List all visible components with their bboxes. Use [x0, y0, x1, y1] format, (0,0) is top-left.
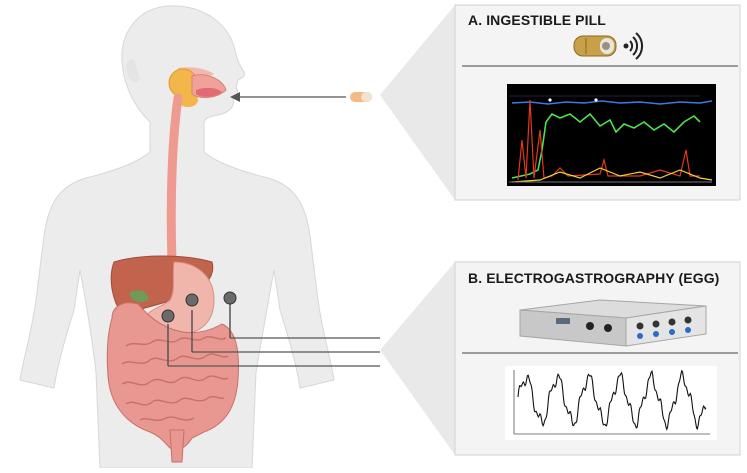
callout-a-triangle: [380, 5, 455, 200]
pill-arrow: [230, 92, 346, 102]
egg-amplifier-icon: [519, 299, 707, 347]
wireless-signal-icon: [623, 32, 643, 60]
salivary-gland-lower: [178, 93, 198, 107]
tongue: [196, 87, 222, 97]
electrode-2: [185, 293, 199, 307]
callout-b-triangle: [380, 262, 455, 455]
egg-electrodes: [161, 291, 380, 367]
recording-trace-blue: [511, 100, 713, 105]
recording-trace-red: [517, 99, 700, 181]
ingested-pill: [350, 92, 372, 102]
recording-trace-yellow: [511, 167, 713, 183]
panel-a: [454, 4, 741, 201]
pill-recording: [507, 84, 716, 186]
panel-b: [454, 261, 741, 456]
esophagus: [166, 93, 183, 267]
intestines: [106, 302, 239, 451]
panel-a-title: A. INGESTIBLE PILL: [468, 12, 606, 28]
ear: [126, 59, 140, 83]
recording-trace-green: [511, 112, 701, 179]
electrode-3: [223, 291, 237, 305]
electrode-1: [161, 309, 175, 323]
panel-b-title: B. ELECTROGASTROGRAPHY (EGG): [468, 270, 720, 286]
egg-waveform-chart: [505, 366, 717, 440]
intestine-coils: [121, 336, 229, 421]
gallbladder: [130, 290, 149, 303]
egg-waveform: [517, 369, 707, 431]
rectum: [169, 429, 185, 463]
capsule-icon: [573, 35, 617, 57]
